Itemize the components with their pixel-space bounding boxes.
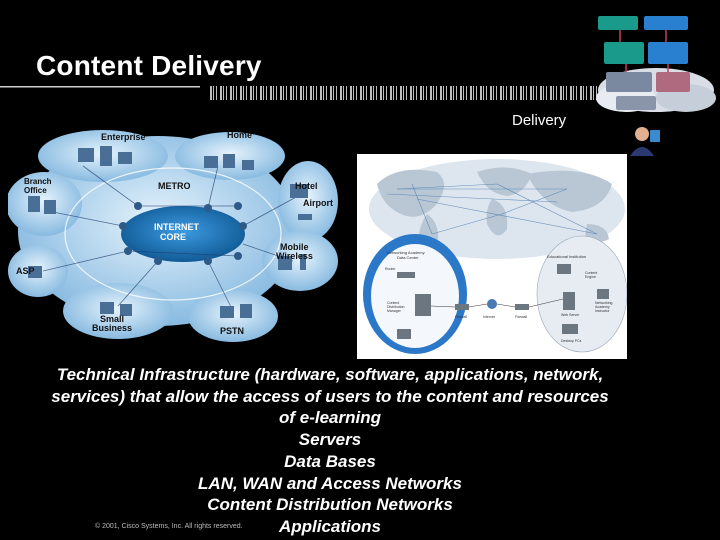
network-topology-diagram: Enterprise Home Branch Office METRO Hote… — [8, 130, 338, 342]
label-branch-office: Branch Office — [24, 177, 54, 195]
label-data-center: Networking Academy Data Center — [387, 250, 426, 260]
body-line: of e-learning — [278, 408, 381, 428]
label-content-engine: Content Engine — [585, 271, 598, 279]
label-small-business: Small Business — [92, 314, 132, 333]
label-branch-office-line: Branch — [24, 177, 52, 186]
label-desktop-pcs: Desktop PCs — [561, 339, 582, 343]
delivery-label: Delivery — [512, 112, 567, 129]
internet-core-cloud — [121, 206, 245, 262]
body-line: Applications — [278, 516, 381, 536]
label-router: Router — [385, 267, 396, 271]
body-line: Servers — [298, 430, 362, 450]
person-icon — [635, 127, 649, 141]
label-home: Home — [227, 130, 252, 140]
label-asp: ASP — [16, 266, 35, 276]
title-rule-decoration — [0, 86, 597, 100]
label-hotel: Hotel — [295, 181, 318, 191]
content-distribution-map: Networking Academy Data Center Education… — [357, 154, 627, 359]
body-line: Content Distribution Networks — [207, 495, 453, 515]
label-firewall-left: Firewall — [455, 315, 467, 319]
label-networking-academy-instructor: Networking Academy Instructor — [595, 301, 614, 313]
label-airport: Airport — [303, 198, 333, 208]
label-firewall-right: Firewall — [515, 315, 527, 319]
label-pstn: PSTN — [220, 326, 244, 336]
slide-title: Content Delivery — [36, 50, 262, 81]
body-line: Data Bases — [284, 451, 376, 471]
corner-network-graphic — [596, 16, 716, 156]
label-educational-institution: Educational Institution — [547, 254, 586, 259]
body-text: Technical Infrastructure (hardware, soft… — [10, 364, 650, 538]
label-metro: METRO — [158, 181, 191, 191]
label-content-distribution-manager: Content Distribution Manager — [387, 301, 406, 313]
body-line: LAN, WAN and Access Networks — [198, 473, 462, 493]
label-web-server: Web Server — [561, 313, 580, 317]
body-line: Technical Infrastructure (hardware, soft… — [56, 365, 604, 384]
body-line: services) that allow the access of users… — [51, 386, 609, 406]
copyright-notice: © 2001, Cisco Systems, Inc. All rights r… — [95, 523, 243, 530]
label-mobile-wireless: Mobile Wireless — [276, 242, 313, 261]
label-enterprise: Enterprise — [101, 132, 146, 142]
label-internet-core: INTERNET CORE — [154, 222, 202, 242]
label-internet: Internet — [483, 315, 495, 319]
